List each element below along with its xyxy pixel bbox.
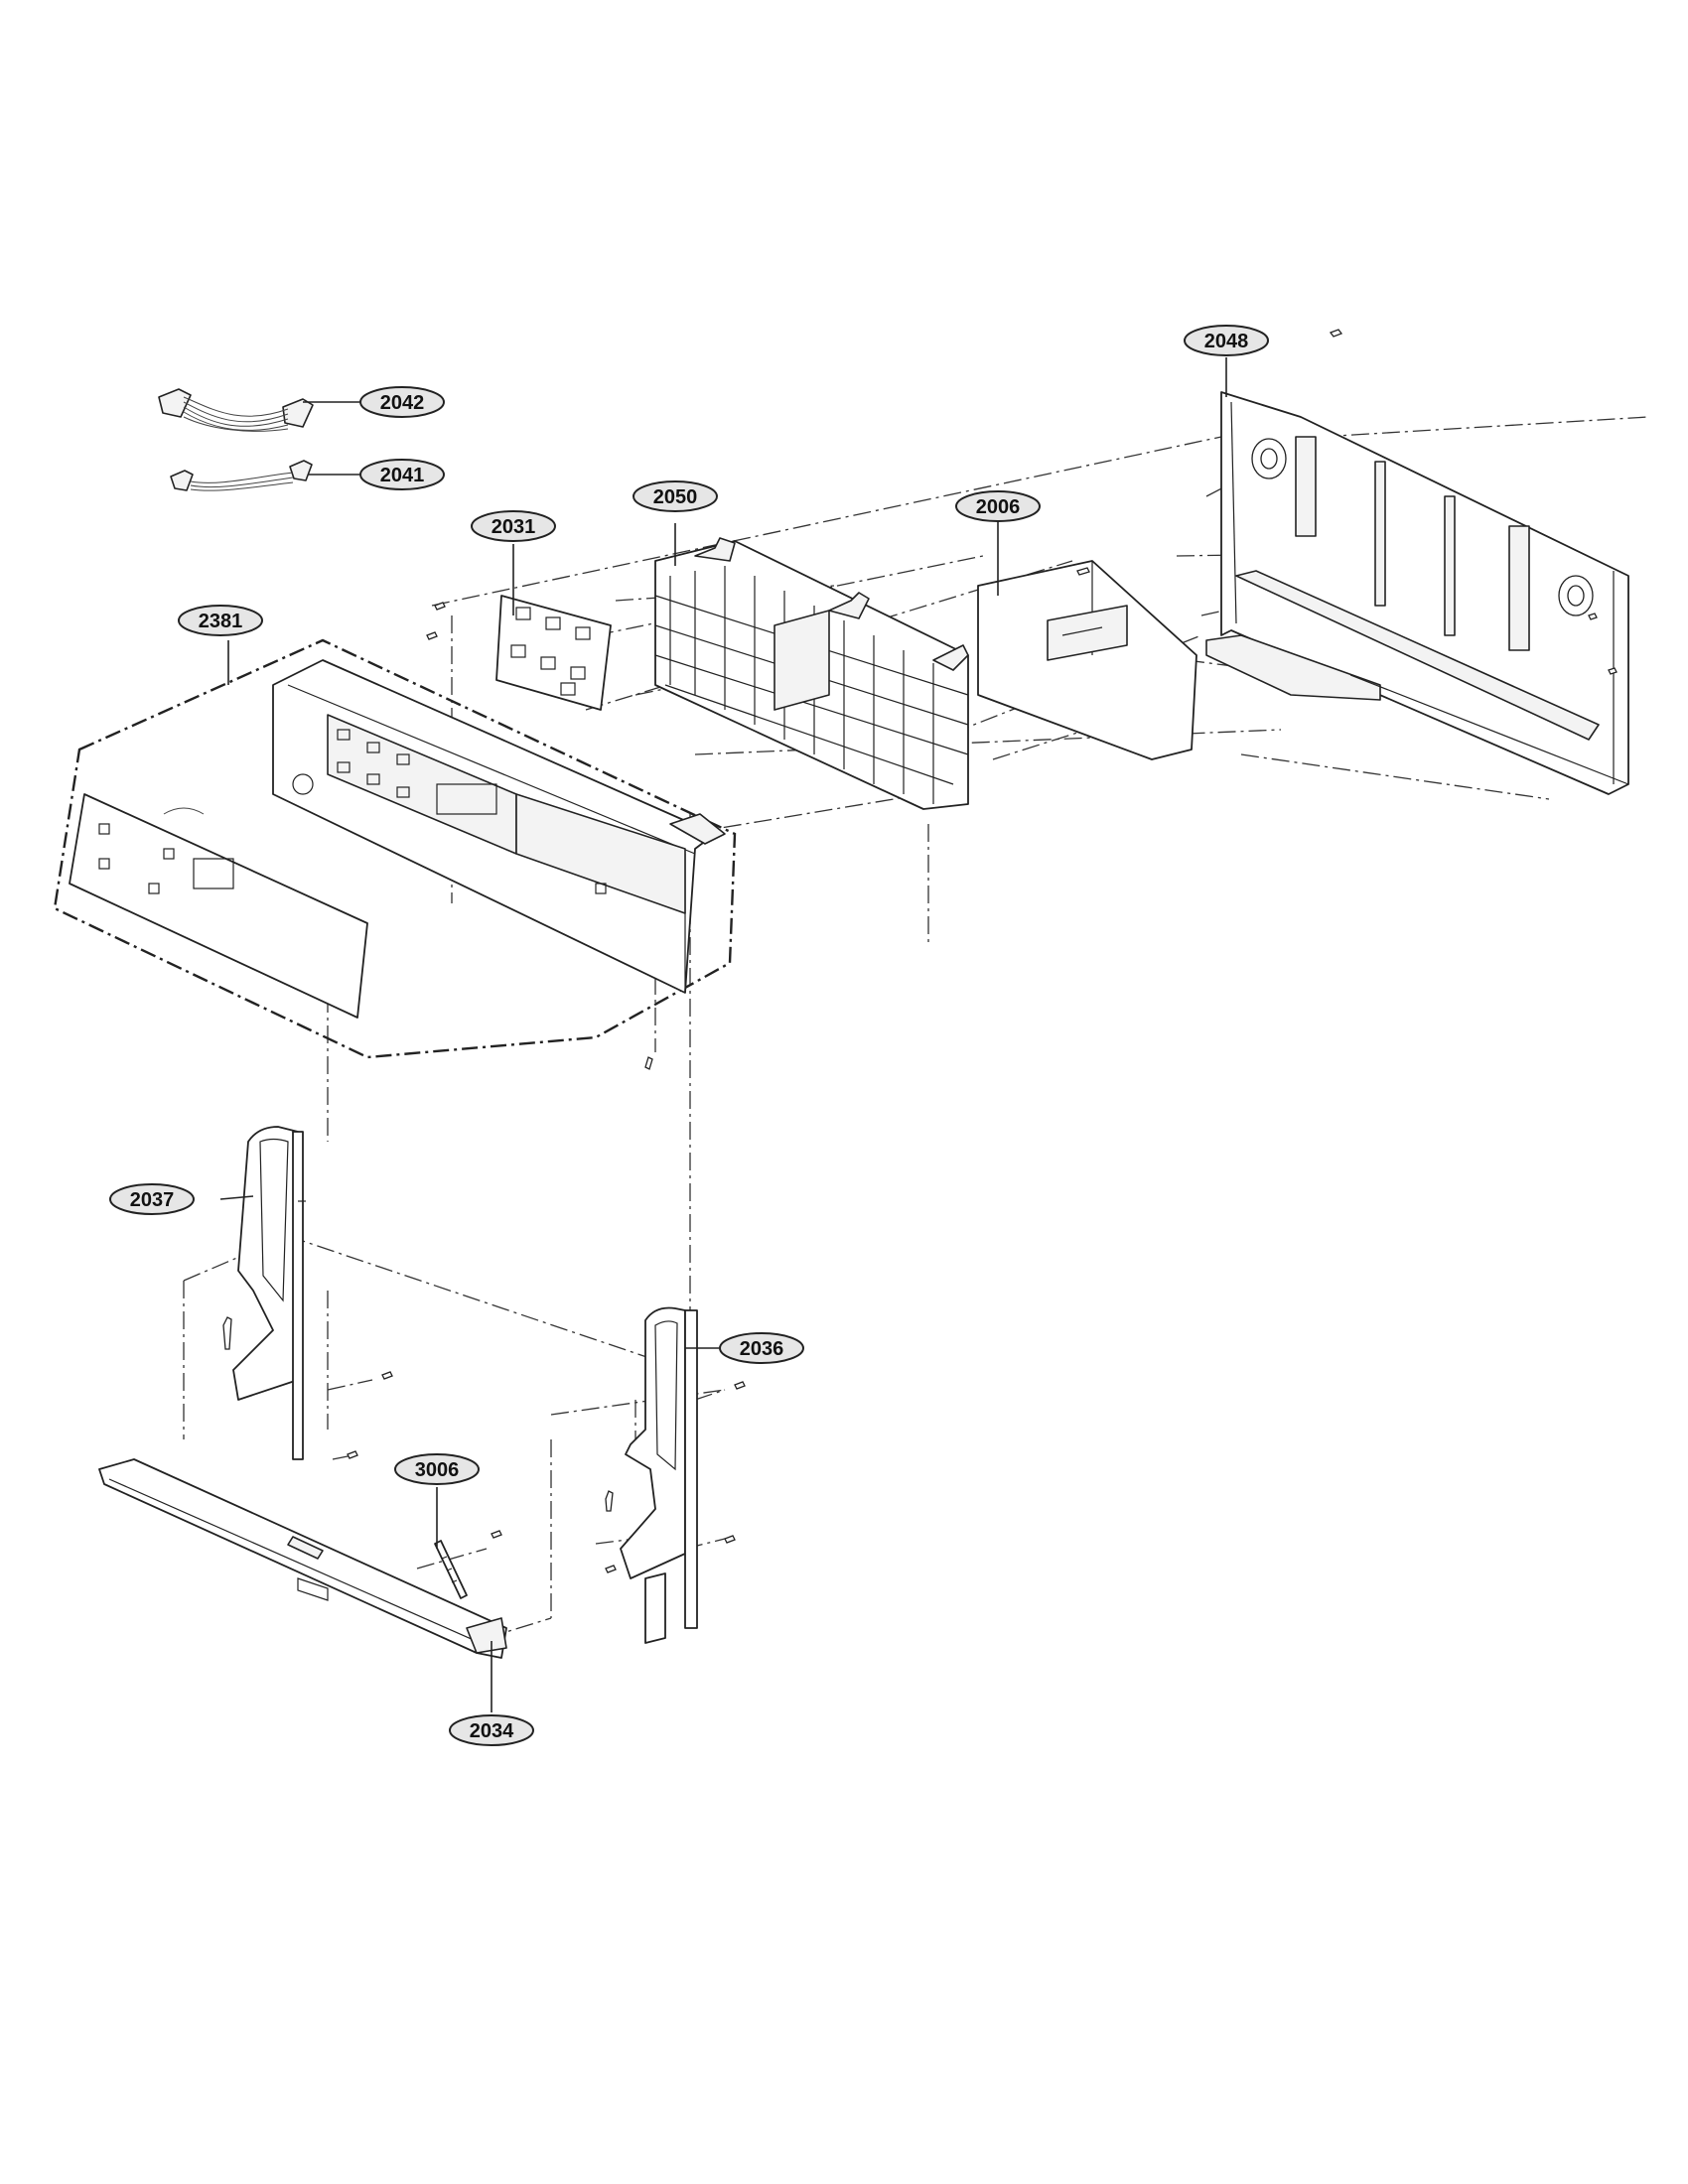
callout-2037: 2037 [109,1183,195,1215]
callout-label-2006: 2006 [976,496,1021,518]
callout-label-2048: 2048 [1204,331,1249,352]
callout-2041: 2041 [359,459,445,490]
callout-2036: 2036 [719,1332,804,1364]
callout-2050: 2050 [633,480,718,512]
spring-pin-3006 [434,1530,502,1599]
callout-2031: 2031 [471,510,556,542]
bracket-frame-2050 [654,537,969,810]
callout-label-2041: 2041 [380,465,425,486]
callout-3006: 3006 [394,1453,480,1485]
callout-label-2042: 2042 [380,392,425,414]
leader-lines [219,357,1227,1712]
bottom-rail-2034 [98,1458,507,1659]
callout-2042: 2042 [359,386,445,418]
control-box-2006 [977,560,1197,760]
callout-2381: 2381 [178,605,263,636]
callout-label-2050: 2050 [653,486,698,508]
control-panel-assembly-2381 [53,638,737,1070]
circuit-board-2031 [426,595,612,711]
callout-2034: 2034 [449,1714,534,1746]
callout-label-2037: 2037 [130,1189,175,1211]
callout-label-3006: 3006 [415,1459,460,1481]
callout-2006: 2006 [955,490,1041,522]
wire-harness-2041 [170,460,313,491]
side-bracket-2037 [222,1126,393,1460]
callout-2048: 2048 [1184,325,1269,356]
callout-label-2381: 2381 [199,611,243,632]
side-bracket-2036 [605,1306,746,1644]
callout-label-2036: 2036 [740,1338,784,1360]
callout-label-2034: 2034 [470,1720,514,1742]
rear-panel-2048 [1205,329,1629,795]
callout-label-2031: 2031 [492,516,536,538]
wire-harness-2042 [158,388,314,432]
